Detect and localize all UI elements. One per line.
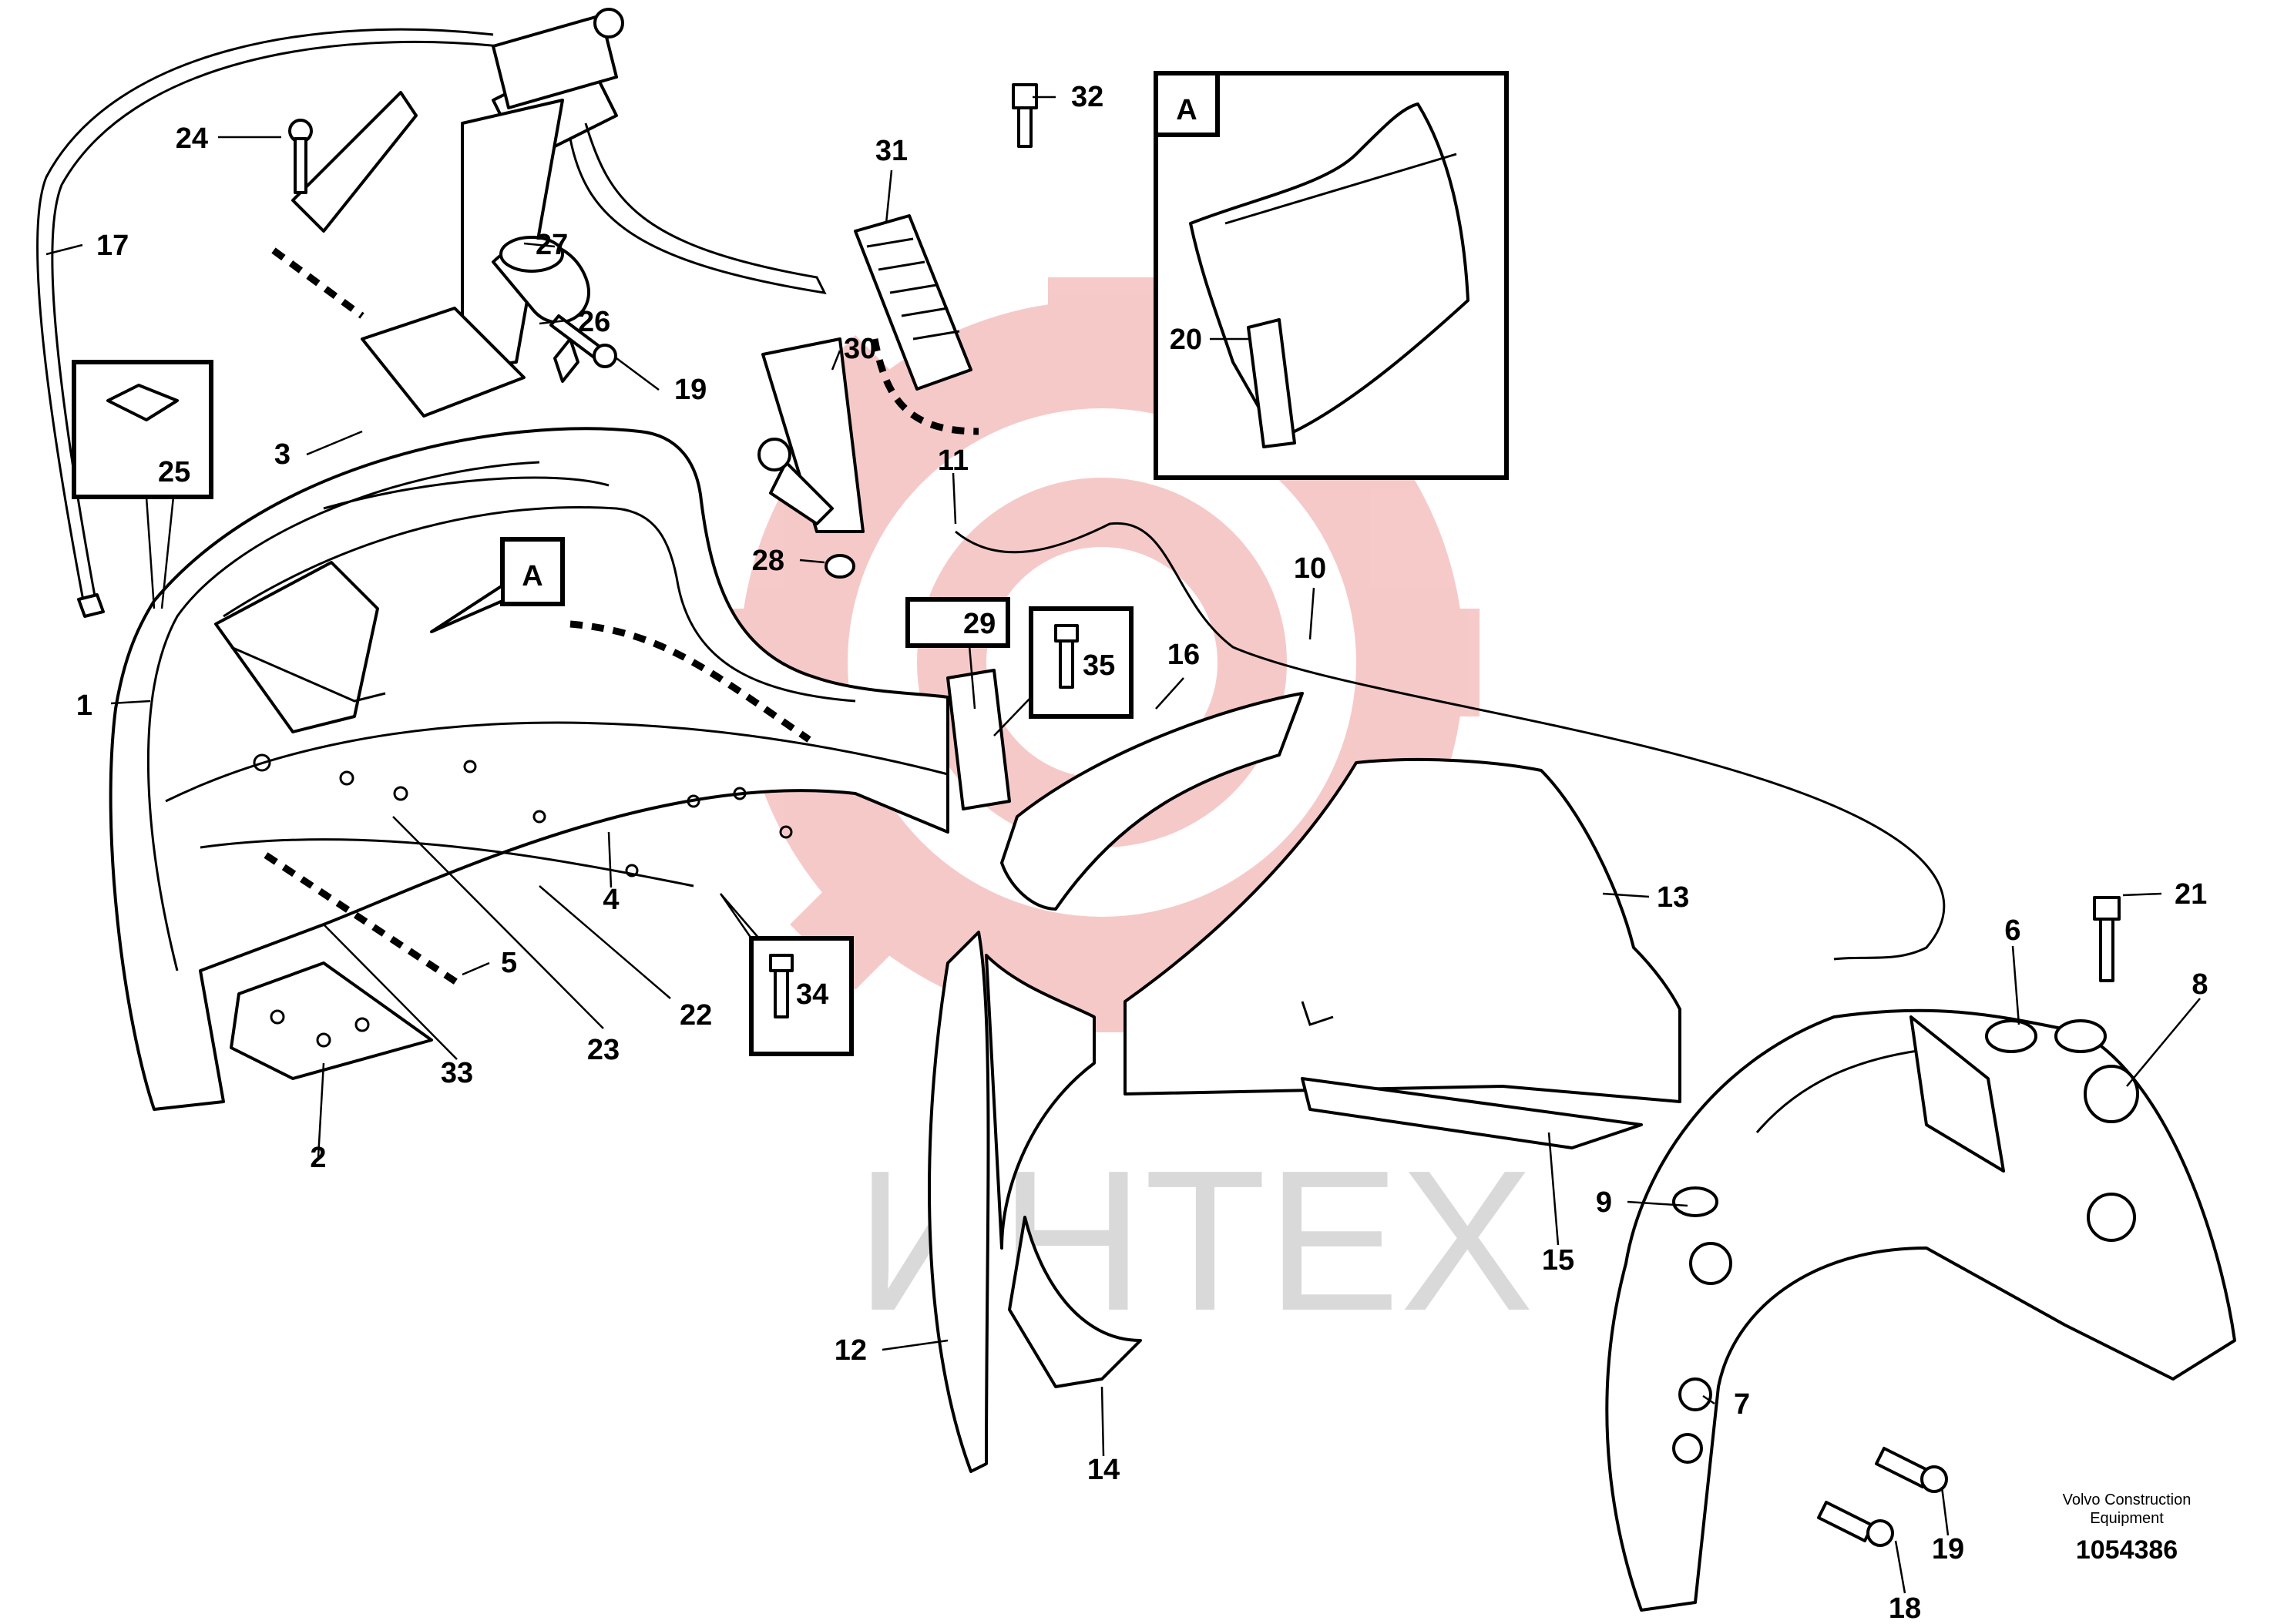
- part-2-bracket-plate: [230, 961, 433, 1080]
- callout-12: 12: [835, 1334, 867, 1367]
- callout-21: 21: [2175, 878, 2207, 911]
- callout-3: 3: [274, 438, 291, 471]
- part-32-bolt: [1012, 83, 1038, 148]
- callout-25: 25: [158, 456, 190, 488]
- footer-figure-number: 1054386: [2076, 1535, 2178, 1565]
- callout-32: 32: [1071, 81, 1103, 113]
- callout-4: 4: [603, 884, 619, 916]
- view-A-label-main: A: [522, 560, 542, 592]
- callout-13: 13: [1657, 881, 1689, 914]
- view-label-box-A: [430, 537, 565, 633]
- leader-lines: [45, 96, 2201, 1594]
- callout-34: 34: [796, 978, 828, 1011]
- callout-16: 16: [1167, 639, 1200, 671]
- callout-box-34: [719, 893, 854, 1056]
- callout-20: 20: [1170, 324, 1202, 356]
- callout-17: 17: [96, 230, 129, 262]
- part-21-bolt: [2093, 896, 2121, 982]
- callout-30: 30: [844, 333, 876, 365]
- callout-8: 8: [2192, 968, 2208, 1001]
- callout-19-upper: 19: [674, 374, 707, 406]
- callout-33: 33: [441, 1057, 473, 1089]
- callout-28: 28: [752, 545, 784, 577]
- callout-23: 23: [587, 1034, 620, 1066]
- callout-box-25: [72, 360, 213, 609]
- part-16-panel: [1000, 692, 1304, 911]
- callout-11: 11: [938, 445, 969, 477]
- callout-22: 22: [680, 999, 712, 1032]
- callout-18: 18: [1889, 1592, 1921, 1620]
- part-24-bracket: [288, 91, 418, 233]
- assembly-dashed-lines: [264, 247, 979, 989]
- part-13-inner-panel: [1123, 757, 1681, 1103]
- callout-1: 1: [76, 690, 92, 722]
- part-31-grip: [854, 214, 972, 391]
- part-10-cable: [955, 522, 1946, 961]
- callout-15: 15: [1542, 1244, 1574, 1277]
- callout-7: 7: [1734, 1388, 1750, 1421]
- callout-14: 14: [1087, 1454, 1120, 1486]
- part-14-flap: [1008, 1216, 1142, 1388]
- callout-6: 6: [2004, 914, 2020, 947]
- part-30-handle: [757, 337, 865, 579]
- detail-view-A: [1154, 71, 1509, 480]
- lower-bolts: [1817, 1447, 1948, 1547]
- callout-35: 35: [1083, 649, 1115, 682]
- callout-24: 24: [176, 122, 208, 155]
- callout-box-35: [993, 606, 1134, 737]
- footer-company-line2: Equipment: [2090, 1510, 2164, 1527]
- callout-31: 31: [875, 135, 908, 167]
- callout-5: 5: [501, 947, 517, 979]
- callout-10: 10: [1294, 552, 1326, 585]
- part-1-main-panel: [109, 427, 949, 1111]
- callout-9: 9: [1596, 1186, 1612, 1219]
- callout-box-29: [905, 597, 1010, 710]
- callout-19-lower: 19: [1932, 1533, 1964, 1565]
- callout-2: 2: [310, 1142, 326, 1174]
- footer-company-line1: Volvo Construction: [2063, 1491, 2192, 1508]
- part-17-edge-strip: [36, 28, 500, 618]
- view-A-label-detail: A: [1176, 94, 1197, 126]
- part-15-strip: [1301, 1077, 1643, 1149]
- callout-29: 29: [963, 608, 996, 640]
- callout-27: 27: [536, 229, 568, 261]
- part-12-side-panel: [928, 931, 1096, 1473]
- callout-labels: 1 2 3 4 5 6 7 8 9 10 11 12 13 14 15 16 1…: [76, 81, 2208, 1624]
- footer-block: Volvo Construction Equipment 1054386: [2063, 1491, 2192, 1565]
- part-6-wheel-housing: [1605, 1008, 2236, 1612]
- part-3-column: [361, 8, 827, 418]
- callout-26: 26: [578, 306, 610, 338]
